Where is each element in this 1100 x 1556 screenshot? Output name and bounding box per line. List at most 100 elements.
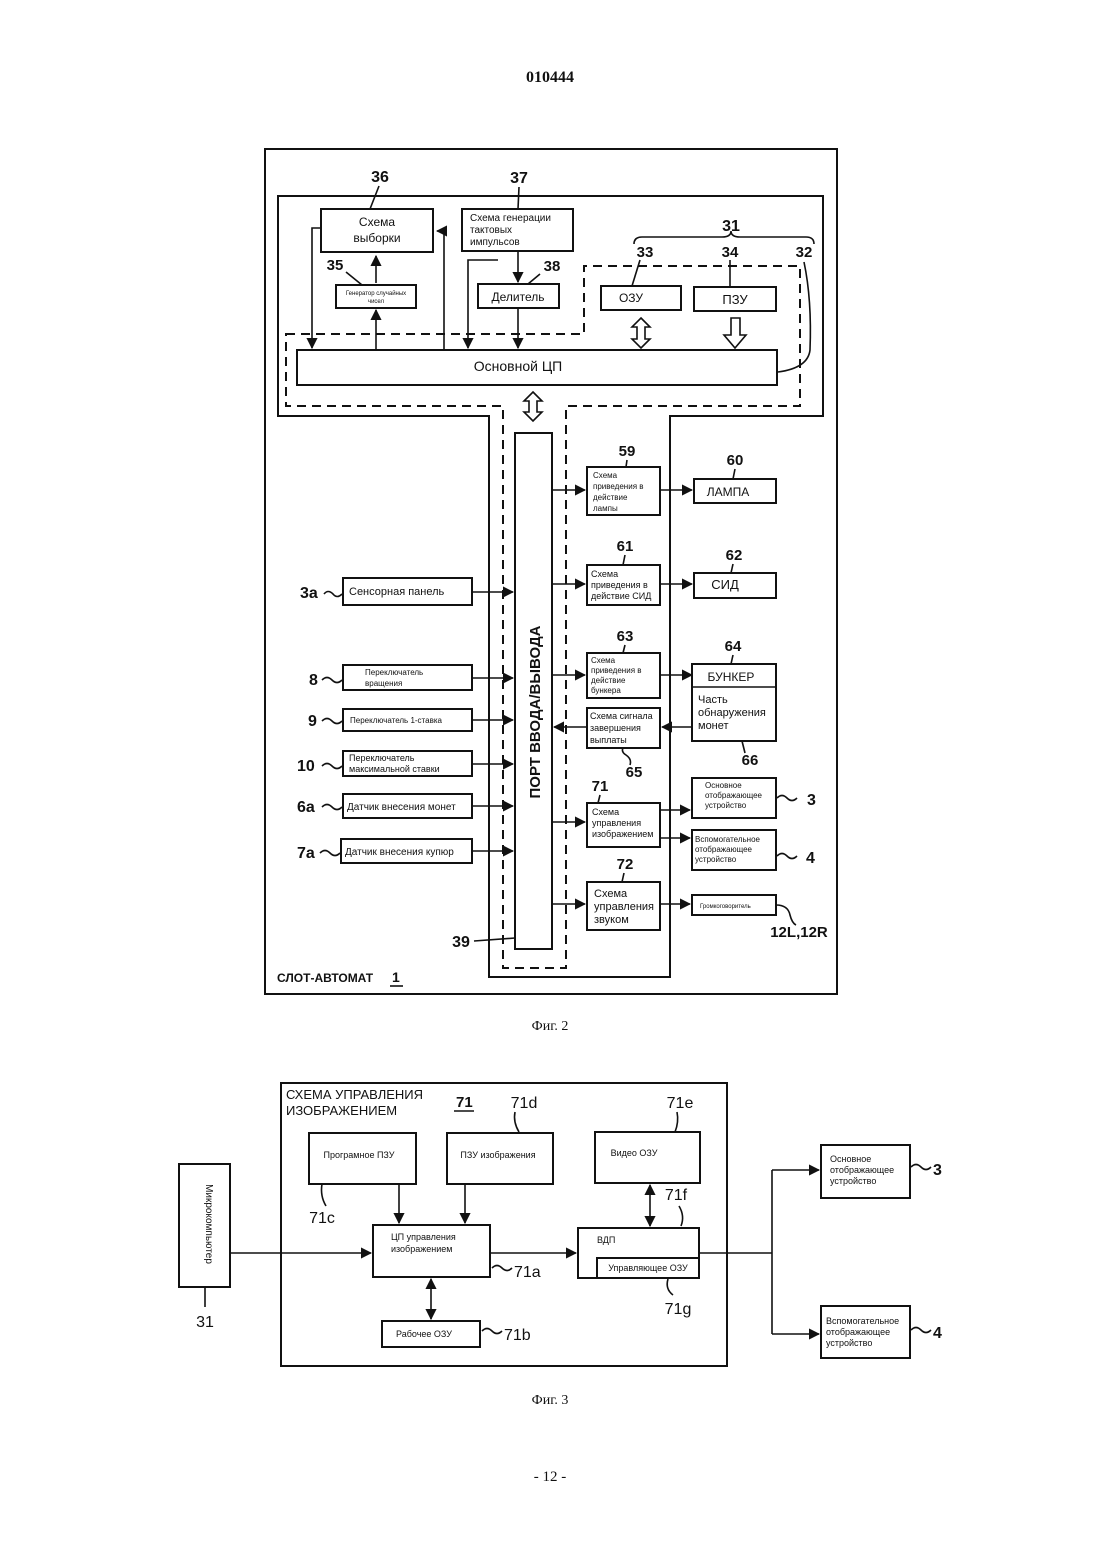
sub-disp-label-2: отображающее — [695, 845, 753, 854]
bet1-switch-label: Переключатель 1-ставка — [350, 716, 443, 725]
led-drv-label-3: действие СИД — [591, 591, 651, 601]
ref-fig3-3: 3 — [933, 1162, 942, 1179]
img-ctrl-label-2: управления — [592, 818, 641, 828]
leader-37 — [518, 187, 519, 209]
sampling-label-1: Схема — [359, 215, 395, 229]
fig3-main-disp-1: Основное — [830, 1154, 871, 1164]
main-disp-label-2: отображающее — [705, 791, 763, 800]
slot-machine-label: СЛОТ-АВТОМАТ — [277, 971, 374, 985]
spin-switch-label-2: вращения — [365, 679, 402, 688]
ref-33: 33 — [637, 244, 654, 261]
rng-label-2: чисел — [368, 299, 385, 305]
page-number: - 12 - — [534, 1469, 567, 1485]
fig3-title-ref: 71 — [456, 1094, 473, 1111]
ref-fig3-4: 4 — [933, 1325, 942, 1342]
ref-37: 37 — [510, 170, 528, 187]
ref-64: 64 — [725, 638, 742, 655]
payout-label-2: завершения — [590, 723, 641, 733]
ref-71: 71 — [592, 778, 609, 795]
fig3-sub-disp-2: отображающее — [826, 1327, 890, 1337]
ref-71b: 71b — [504, 1327, 531, 1344]
fig2-caption: Фиг. 2 — [532, 1019, 569, 1034]
lamp-drv-label-2: приведения в — [593, 482, 644, 491]
img-cpu-label-2: изображением — [391, 1244, 452, 1254]
ref-71g: 71g — [665, 1301, 692, 1318]
ref-62: 62 — [726, 547, 743, 564]
ref-31-fig3: 31 — [196, 1314, 214, 1331]
main-disp-label-3: устройство — [705, 801, 747, 810]
divider-label: Делитель — [492, 290, 545, 304]
hopper-drv-label-1: Схема — [591, 656, 616, 665]
ref-71c: 71c — [309, 1210, 335, 1227]
tilde-fig3-3 — [911, 1165, 931, 1170]
lamp-label: ЛАМПА — [707, 485, 750, 499]
ref-4: 4 — [806, 850, 815, 867]
ref-65: 65 — [626, 764, 643, 781]
main-disp-label-1: Основное — [705, 781, 742, 790]
hopper-drv-label-3: действие — [591, 676, 626, 685]
slot-machine-ref: 1 — [392, 969, 400, 985]
sound-label-3: звуком — [594, 914, 629, 926]
image-control-outline — [281, 1083, 727, 1366]
ref-59: 59 — [619, 443, 636, 460]
rom-label: ПЗУ — [722, 292, 748, 307]
video-ram-label: Видео ОЗУ — [611, 1148, 658, 1158]
ref-6a: 6a — [297, 799, 315, 816]
payout-label-3: выплаты — [590, 735, 627, 745]
io-port-label: ПОРТ ВВОДА/ВЫВОДА — [527, 625, 544, 798]
microcomputer-label: Микрокомпьютер — [203, 1184, 214, 1264]
fig3-sub-disp-1: Вспомогательное — [826, 1316, 899, 1326]
ref-8: 8 — [309, 672, 318, 689]
hopper-drv-label-4: бункера — [591, 686, 621, 695]
ref-32: 32 — [796, 244, 813, 261]
rng-label-1: Генератор случайных — [346, 290, 406, 297]
tilde-fig3-4 — [911, 1328, 931, 1333]
hopper-label: БУНКЕР — [708, 670, 755, 684]
bill-sensor-label: Датчик внесения купюр — [345, 847, 454, 858]
ref-3: 3 — [807, 792, 816, 809]
sub-disp-label-3: устройство — [695, 855, 737, 864]
fig3-title-1: СХЕМА УПРАВЛЕНИЯ — [286, 1087, 423, 1102]
fig3-sub-disp-3: устройство — [826, 1338, 872, 1348]
lamp-drv-label-4: лампы — [593, 504, 618, 513]
sound-label-2: управления — [594, 901, 654, 913]
ref-34: 34 — [722, 244, 739, 261]
ref-3a: 3a — [300, 585, 318, 602]
ref-60: 60 — [727, 452, 744, 469]
prog-rom-label: Програмное ПЗУ — [324, 1150, 395, 1160]
ref-72: 72 — [617, 856, 634, 873]
ref-35: 35 — [327, 257, 344, 274]
clock-label-3: импульсов — [470, 237, 520, 248]
ref-71e: 71e — [667, 1095, 694, 1112]
vdp-label: ВДП — [597, 1235, 615, 1245]
fig3-caption: Фиг. 3 — [532, 1393, 569, 1408]
ref-66: 66 — [742, 752, 759, 769]
lamp-drv-label-3: действие — [593, 493, 628, 502]
document-number: 010444 — [526, 69, 574, 86]
figure-3: СХЕМА УПРАВЛЕНИЯ ИЗОБРАЖЕНИЕМ 71 Микроко… — [179, 1083, 942, 1408]
fig3-title-2: ИЗОБРАЖЕНИЕМ — [286, 1103, 397, 1118]
ref-36: 36 — [371, 169, 389, 186]
ref-71f: 71f — [665, 1187, 688, 1204]
ref-7a: 7a — [297, 845, 315, 862]
work-ram-label: Рабочее ОЗУ — [396, 1329, 452, 1339]
coin-detect-label-3: монет — [698, 720, 729, 732]
figure-2: 36 Схема выборки 35 Генератор случайных … — [265, 149, 837, 1034]
ref-39: 39 — [452, 934, 470, 951]
ref-63: 63 — [617, 628, 634, 645]
speaker-label: Громкоговоритель — [700, 904, 751, 910]
sound-label-1: Схема — [594, 888, 628, 900]
clock-label-1: Схема генерации — [470, 213, 551, 224]
ref-12: 12L,12R — [770, 924, 828, 941]
coin-sensor-label: Датчик внесения монет — [347, 802, 456, 813]
ref-71a: 71a — [514, 1264, 541, 1281]
coin-detect-label-1: Часть — [698, 694, 728, 706]
touch-panel-label: Сенсорная панель — [349, 586, 445, 598]
maxbet-switch-label-2: максимальной ставки — [349, 764, 440, 774]
ram-label: ОЗУ — [619, 291, 643, 305]
payout-label-1: Схема сигнала — [590, 711, 653, 721]
sampling-label-2: выборки — [353, 231, 400, 245]
img-ctrl-label-3: изображением — [592, 829, 653, 839]
coin-detect-label-2: обнаружения — [698, 707, 766, 719]
